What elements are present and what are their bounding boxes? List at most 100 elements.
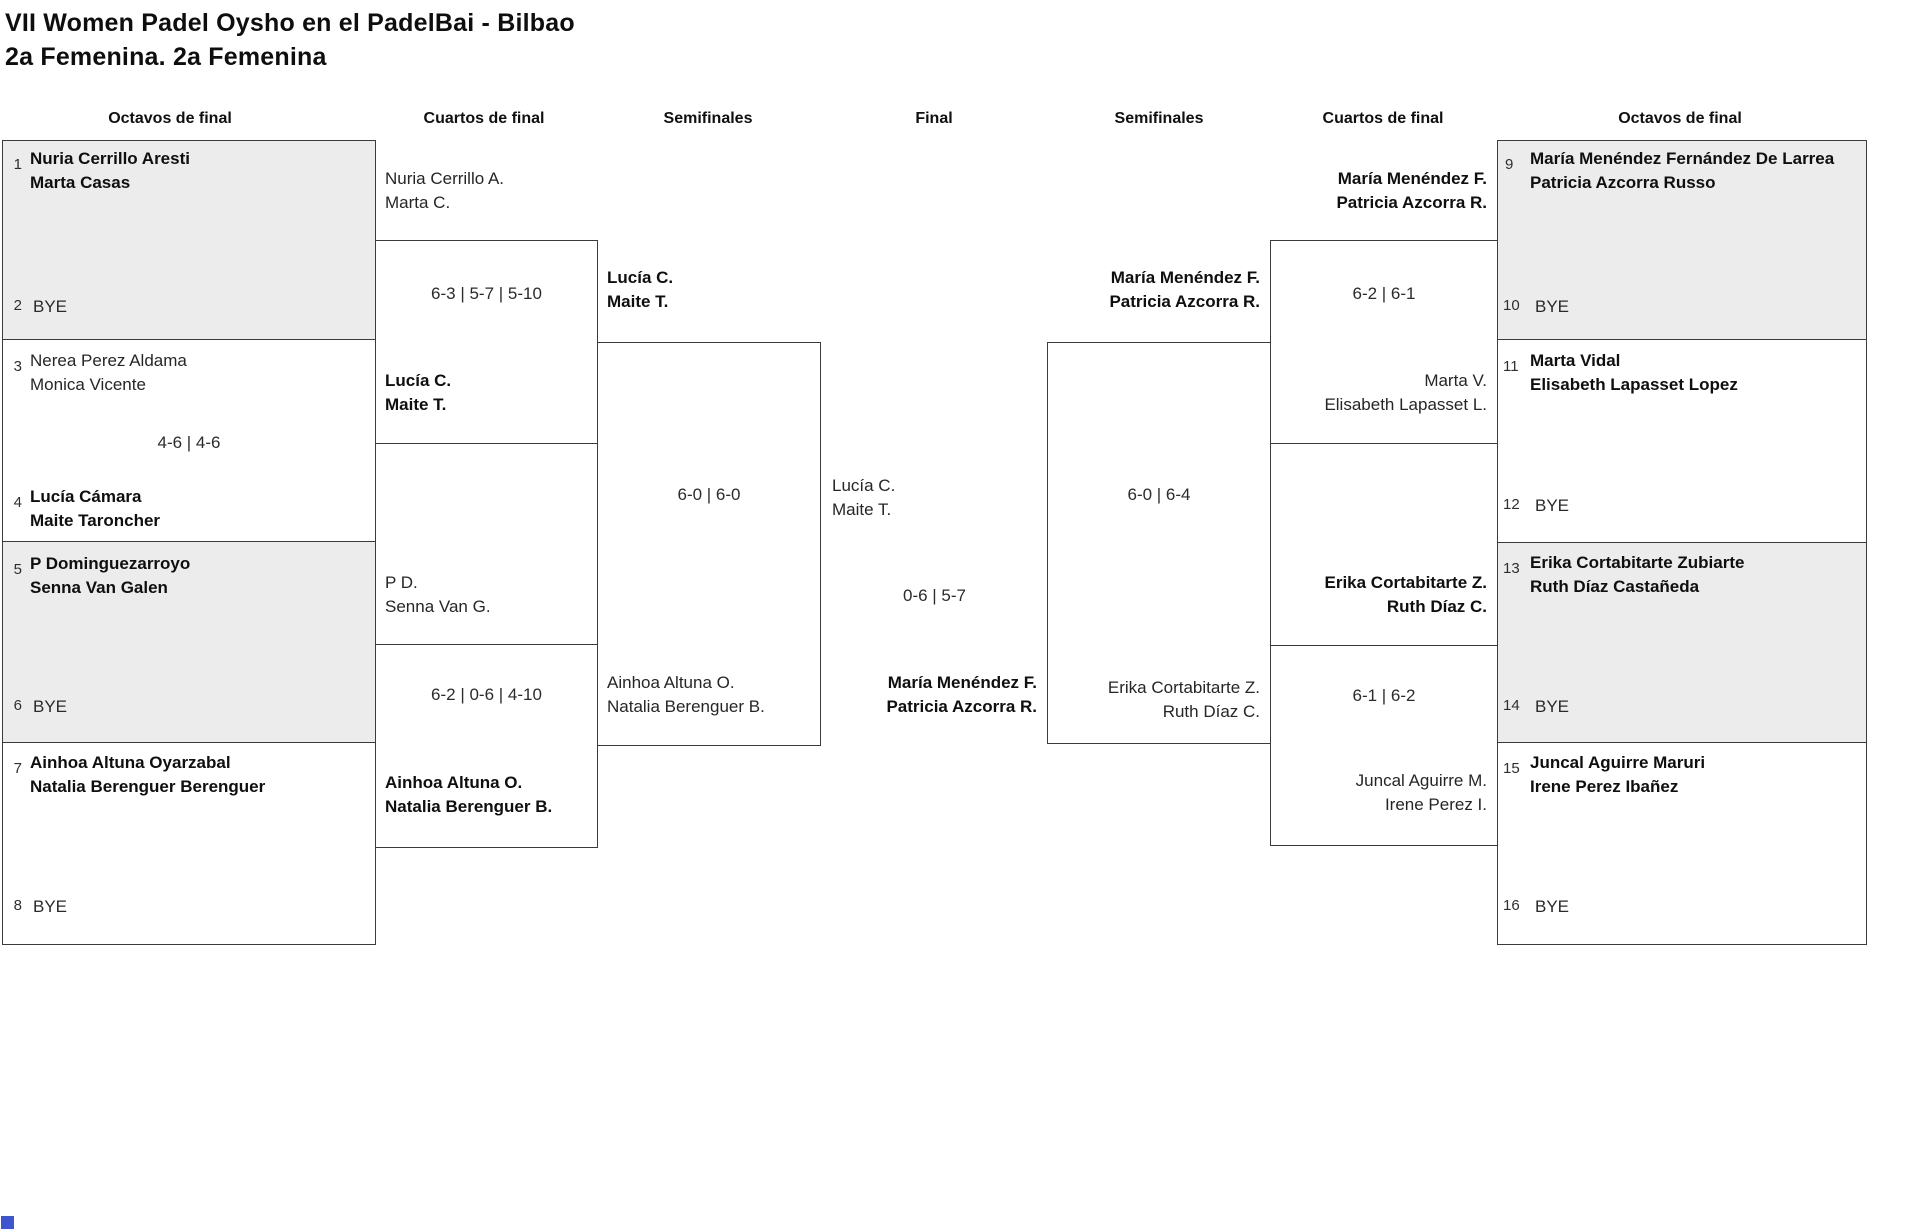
player-name: P D. bbox=[385, 573, 418, 592]
header-cuartos-left: Cuartos de final bbox=[423, 110, 545, 127]
bye-label: BYE bbox=[33, 897, 68, 916]
team-entry-qf-right-top-b: Marta V. Elisabeth Lapasset L. bbox=[1324, 369, 1487, 417]
player-name: Maite Taroncher bbox=[30, 511, 161, 530]
tournament-title: VII Women Padel Oysho en el PadelBai - B… bbox=[5, 9, 575, 37]
seed-number: 16 bbox=[1503, 897, 1520, 914]
team-entry-qf-left-bottom-b: Ainhoa Altuna O. Natalia Berenguer B. bbox=[385, 771, 552, 819]
team-entry-sf-left-a: Lucía C. Maite T. bbox=[607, 266, 673, 314]
team-entry-qf-right-top-a: María Menéndez F. Patricia Azcorra R. bbox=[1336, 167, 1487, 215]
bye-label: BYE bbox=[33, 297, 68, 316]
player-name: Patricia Azcorra R. bbox=[1336, 193, 1487, 212]
player-name: Marta Vidal bbox=[1530, 351, 1621, 370]
match-score: 6-1 | 6-2 bbox=[1352, 686, 1416, 705]
team-entry-seed1: Nuria Cerrillo Aresti Marta Casas bbox=[30, 147, 190, 195]
player-name: P Dominguezarroyo bbox=[30, 554, 191, 573]
player-name: Ainhoa Altuna O. bbox=[607, 673, 735, 692]
semis-right-box bbox=[1047, 342, 1271, 744]
bye-label: BYE bbox=[1535, 697, 1570, 716]
match-score: 6-0 | 6-0 bbox=[677, 485, 741, 504]
player-name: Maite T. bbox=[832, 500, 892, 519]
match-score: 4-6 | 4-6 bbox=[157, 433, 221, 452]
semis-left-box bbox=[597, 342, 821, 746]
octavos-left-match4-box bbox=[2, 742, 376, 945]
seed-number: 2 bbox=[13, 297, 22, 314]
header-semis-right: Semifinales bbox=[1114, 110, 1204, 127]
player-name: Lucía C. bbox=[607, 268, 674, 287]
team-entry-qf-right-bottom-b: Juncal Aguirre M. Irene Perez I. bbox=[1356, 769, 1487, 817]
player-name: Juncal Aguirre M. bbox=[1355, 771, 1487, 790]
team-entry-sf-left-b: Ainhoa Altuna O. Natalia Berenguer B. bbox=[607, 671, 765, 719]
player-name: María Menéndez F. bbox=[1110, 268, 1260, 287]
header-final: Final bbox=[915, 110, 953, 127]
seed-number: 6 bbox=[13, 697, 22, 714]
player-name: Patricia Azcorra Russo bbox=[1530, 173, 1716, 192]
octavos-left-match1-box bbox=[2, 140, 376, 340]
player-name: Senna Van Galen bbox=[30, 578, 168, 597]
bye-label: BYE bbox=[1535, 496, 1570, 515]
player-name: Lucía C. bbox=[385, 371, 452, 390]
team-entry-seed13: Erika Cortabitarte Zubiarte Ruth Díaz Ca… bbox=[1530, 551, 1744, 599]
player-name: Ruth Díaz C. bbox=[1162, 702, 1260, 721]
team-entry-seed3: Nerea Perez Aldama Monica Vicente bbox=[30, 349, 187, 397]
seed-number: 4 bbox=[13, 494, 22, 511]
match-score: 6-0 | 6-4 bbox=[1127, 485, 1191, 504]
octavos-right-match2-box bbox=[1497, 339, 1867, 543]
player-name: Elisabeth Lapasset Lopez bbox=[1530, 375, 1738, 394]
match-score: 6-3 | 5-7 | 5-10 bbox=[431, 284, 542, 303]
bye-label: BYE bbox=[1535, 297, 1570, 316]
octavos-left-match2-box bbox=[2, 339, 376, 542]
player-name: Marta Casas bbox=[30, 173, 131, 192]
team-entry-qf-left-top-a: Nuria Cerrillo A. Marta C. bbox=[385, 167, 504, 215]
player-name: Ainhoa Altuna O. bbox=[385, 773, 523, 792]
cuartos-left-bottom-box bbox=[375, 644, 598, 848]
player-name: María Menéndez F. bbox=[1337, 169, 1487, 188]
seed-number: 14 bbox=[1503, 697, 1520, 714]
octavos-right-match1-box bbox=[1497, 140, 1867, 340]
header-cuartos-right: Cuartos de final bbox=[1322, 110, 1444, 127]
player-name: Erika Cortabitarte Z. bbox=[1324, 573, 1488, 592]
match-score: 0-6 | 5-7 bbox=[902, 586, 966, 605]
player-name: Marta C. bbox=[385, 193, 451, 212]
seed-number: 5 bbox=[13, 561, 22, 578]
player-name: Elisabeth Lapasset L. bbox=[1324, 395, 1487, 414]
header-semis-left: Semifinales bbox=[663, 110, 753, 127]
seed-number: 13 bbox=[1503, 560, 1520, 577]
bye-label: BYE bbox=[33, 697, 68, 716]
seed-number: 8 bbox=[13, 897, 22, 914]
player-name: Natalia Berenguer B. bbox=[607, 697, 765, 716]
seed-number: 15 bbox=[1503, 760, 1520, 777]
team-entry-seed7: Ainhoa Altuna Oyarzabal Natalia Berengue… bbox=[30, 751, 265, 799]
octavos-right-match4-box bbox=[1497, 742, 1867, 945]
player-name: Maite T. bbox=[385, 395, 447, 414]
seed-number: 1 bbox=[13, 156, 22, 173]
player-name: Monica Vicente bbox=[30, 375, 146, 394]
player-name: Maite T. bbox=[607, 292, 669, 311]
player-name: Natalia Berenguer Berenguer bbox=[30, 777, 266, 796]
seed-number: 3 bbox=[13, 358, 22, 375]
team-entry-sf-right-b: Erika Cortabitarte Z. Ruth Díaz C. bbox=[1108, 676, 1260, 724]
team-entry-seed15: Juncal Aguirre Maruri Irene Perez Ibañez bbox=[1530, 751, 1705, 799]
player-name: María Menéndez F. bbox=[887, 673, 1037, 692]
player-name: Lucía C. bbox=[832, 476, 896, 495]
seed-number: 7 bbox=[13, 760, 22, 777]
player-name: Ruth Díaz Castañeda bbox=[1530, 577, 1700, 596]
player-name: Patricia Azcorra R. bbox=[1109, 292, 1260, 311]
player-name: Ainhoa Altuna Oyarzabal bbox=[30, 753, 231, 772]
player-name: Erika Cortabitarte Z. bbox=[1107, 678, 1260, 697]
player-name: Juncal Aguirre Maruri bbox=[1530, 753, 1706, 772]
team-entry-qf-left-bottom-a: P D. Senna Van G. bbox=[385, 571, 491, 619]
team-entry-qf-right-bottom-a: Erika Cortabitarte Z. Ruth Díaz C. bbox=[1325, 571, 1488, 619]
header-octavos-left: Octavos de final bbox=[108, 110, 232, 127]
seed-number: 12 bbox=[1503, 496, 1520, 513]
player-name: Patricia Azcorra R. bbox=[886, 697, 1037, 716]
match-score: 6-2 | 0-6 | 4-10 bbox=[431, 685, 542, 704]
team-entry-seed9: María Menéndez Fernández De Larrea Patri… bbox=[1530, 147, 1834, 195]
team-entry-seed11: Marta Vidal Elisabeth Lapasset Lopez bbox=[1530, 349, 1738, 397]
player-name: María Menéndez Fernández De Larrea bbox=[1530, 149, 1835, 168]
seed-number: 10 bbox=[1503, 297, 1520, 314]
bye-label: BYE bbox=[1535, 897, 1570, 916]
player-name: Marta V. bbox=[1424, 371, 1487, 390]
player-name: Nerea Perez Aldama bbox=[30, 351, 187, 370]
player-name: Nuria Cerrillo A. bbox=[385, 169, 505, 188]
team-entry-seed5: P Dominguezarroyo Senna Van Galen bbox=[30, 552, 190, 600]
